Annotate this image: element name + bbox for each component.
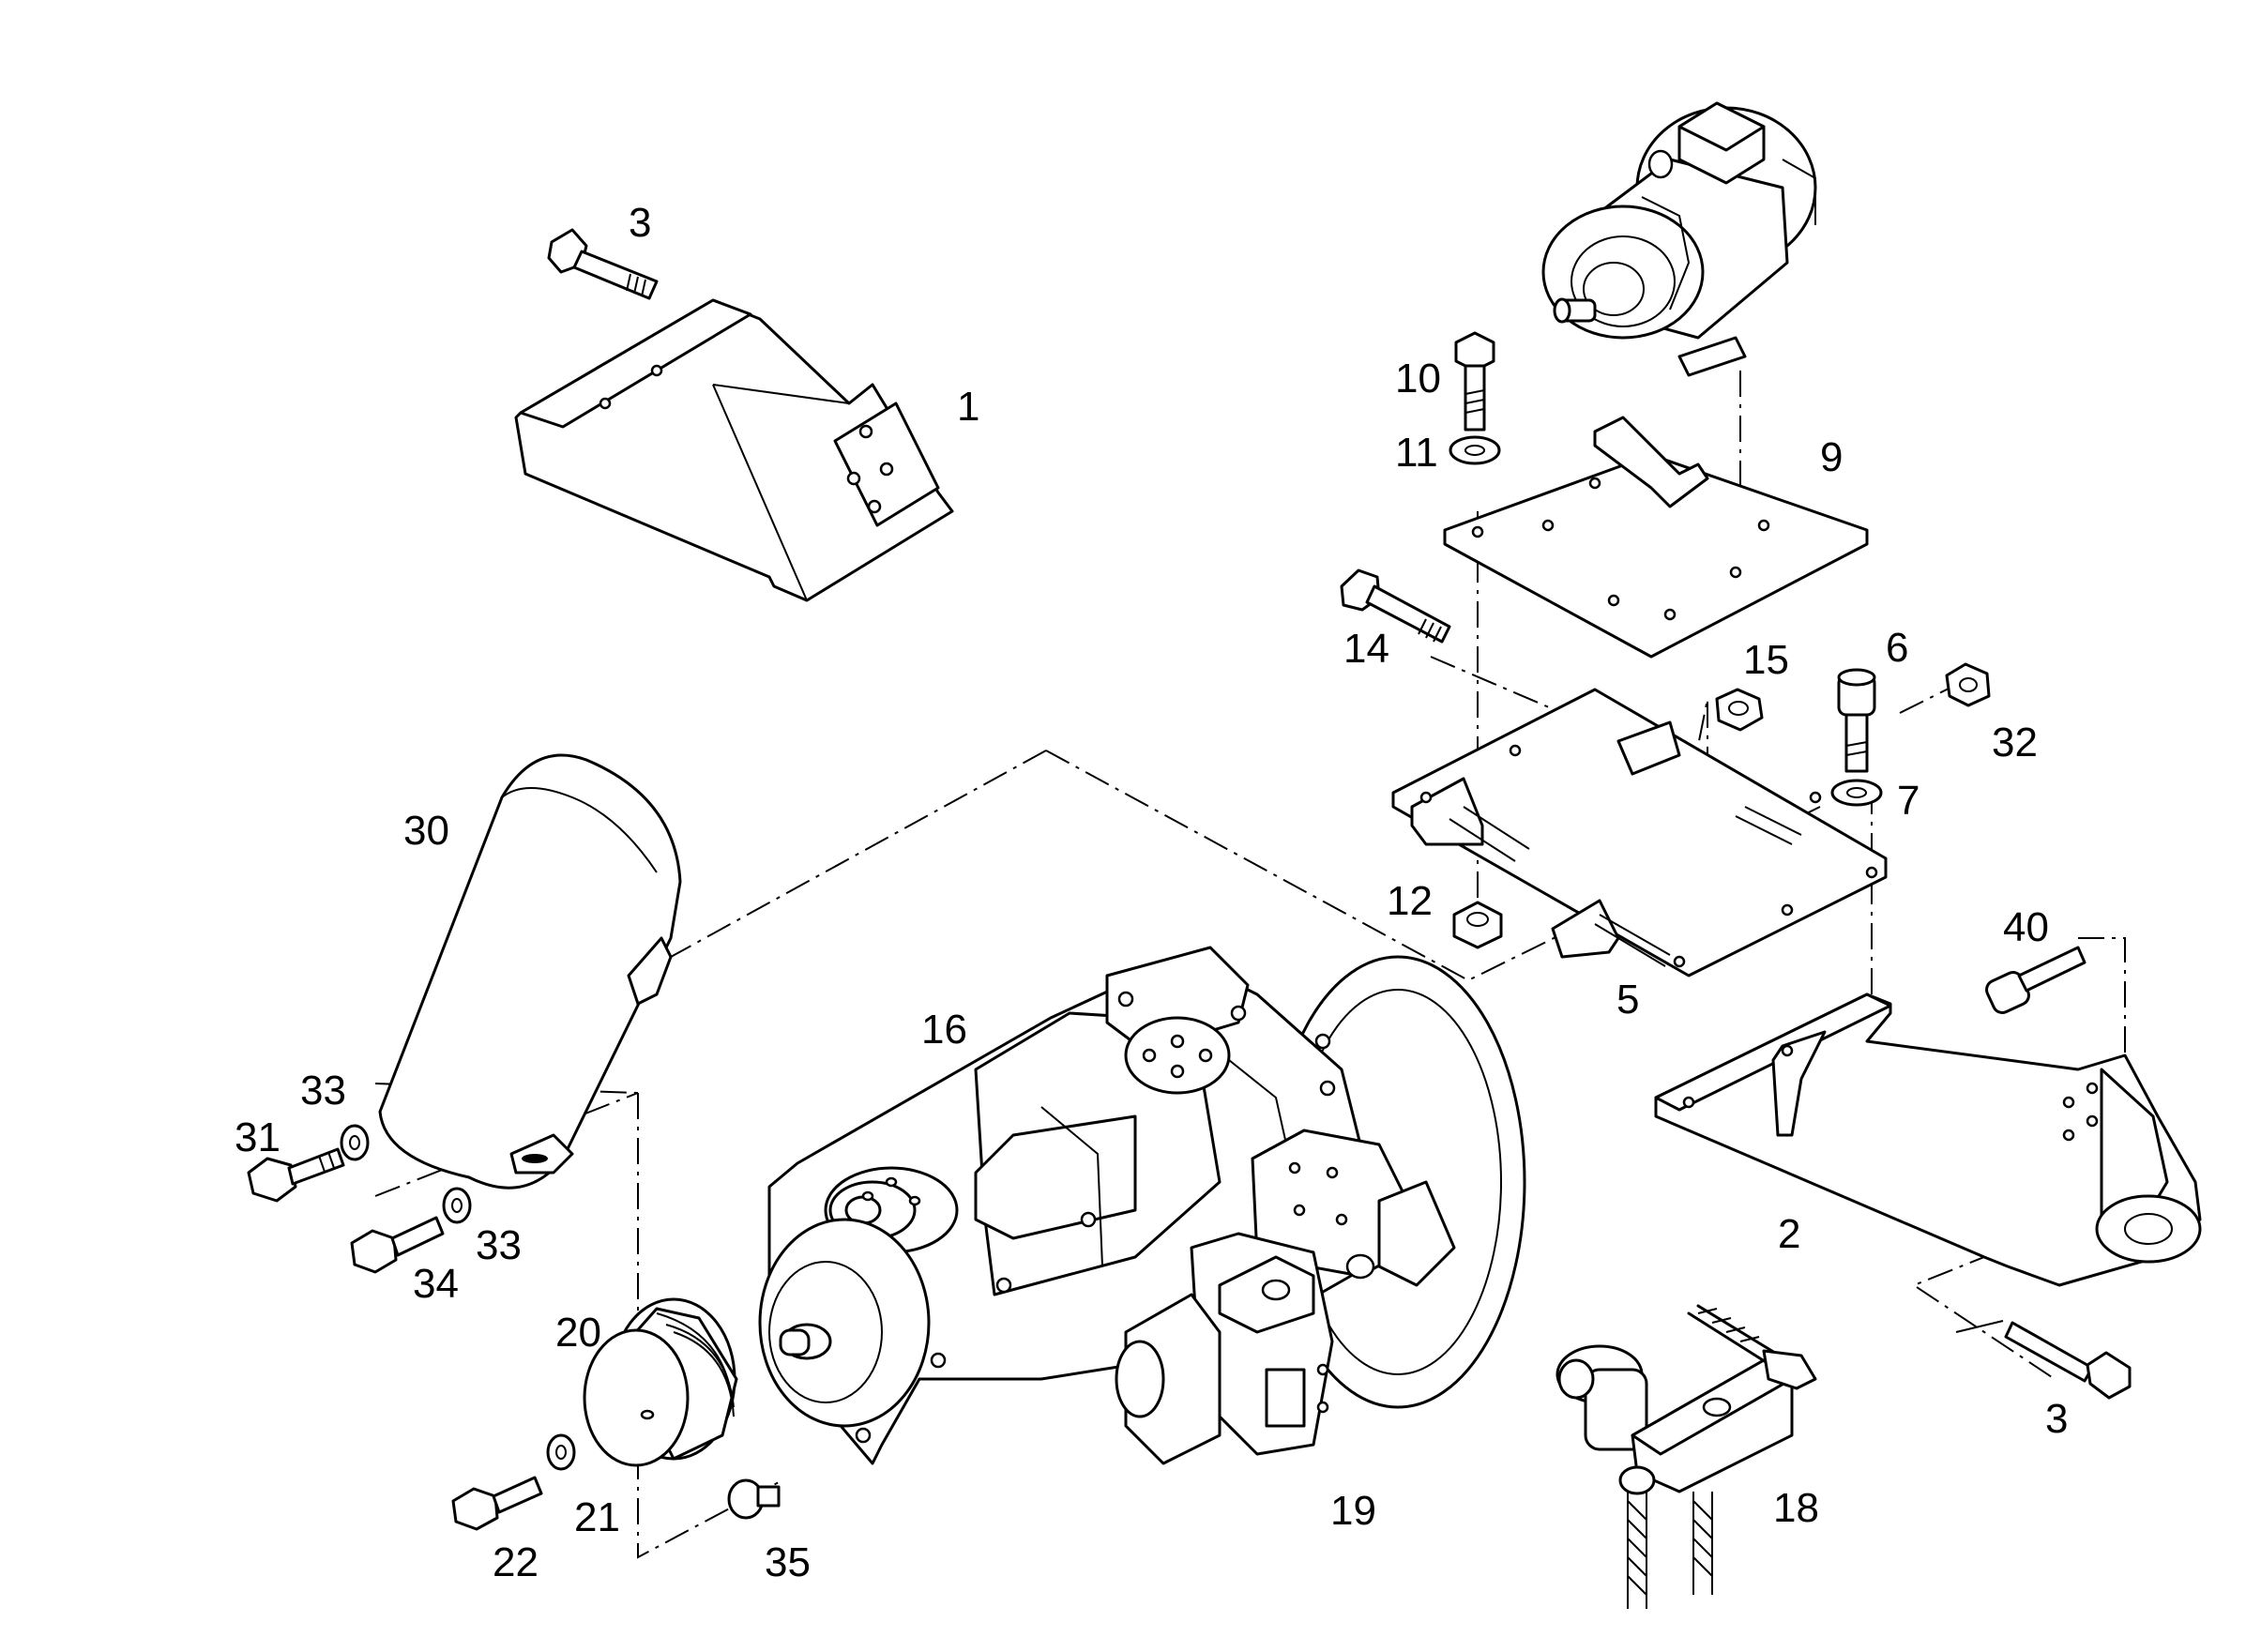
callout-6: 6	[1886, 625, 1908, 671]
callout-30: 30	[403, 808, 449, 854]
callout-14: 14	[1343, 626, 1389, 672]
callout-33-upper: 33	[300, 1068, 346, 1114]
cover-part-30	[378, 753, 682, 1190]
callout-19: 19	[1330, 1488, 1376, 1534]
washer-11	[1449, 435, 1501, 465]
electric-motor	[1541, 101, 1817, 377]
bolt-31	[247, 1147, 345, 1203]
screw-6	[1837, 668, 1876, 773]
callout-2: 2	[1778, 1211, 1800, 1257]
washer-33-upper	[340, 1124, 370, 1161]
callout-40: 40	[2003, 904, 2049, 950]
callout-35: 35	[765, 1539, 811, 1585]
nut-12	[1452, 901, 1503, 949]
callout-18: 18	[1773, 1485, 1819, 1531]
callout-22: 22	[493, 1539, 539, 1585]
callout-15: 15	[1743, 637, 1789, 683]
bracket-part-2	[1654, 993, 2202, 1287]
plate-9	[1443, 416, 1869, 659]
callout-20: 20	[555, 1310, 601, 1356]
washer-33-lower	[442, 1187, 472, 1224]
callout-16: 16	[921, 1007, 967, 1053]
plug-35	[727, 1478, 781, 1520]
callout-3-top: 3	[629, 200, 651, 246]
plate-5	[1391, 688, 1888, 978]
washer-7	[1830, 779, 1883, 807]
nut-15	[1715, 688, 1764, 732]
bolt-14	[1340, 568, 1451, 644]
filter-18	[1555, 1304, 1817, 1609]
nut-32	[1945, 662, 1991, 707]
callout-32: 32	[1992, 720, 2038, 765]
callout-7: 7	[1897, 778, 1920, 824]
bolt-22	[451, 1476, 543, 1531]
callout-12: 12	[1387, 878, 1433, 924]
control-pump-19	[1115, 1129, 1456, 1465]
washer-21	[546, 1433, 576, 1471]
bolt-34	[350, 1216, 445, 1274]
callout-3-right: 3	[2045, 1396, 2068, 1442]
callout-33-lower: 33	[476, 1222, 522, 1268]
callout-11: 11	[1395, 430, 1438, 476]
bolt-10	[1454, 331, 1495, 432]
bolt-3-right	[2004, 1321, 2132, 1400]
callout-34: 34	[413, 1261, 459, 1307]
bracket-part-1	[514, 298, 954, 602]
callout-31: 31	[235, 1114, 281, 1160]
leader-lines	[1955, 1320, 2004, 1333]
bolt-3-top	[547, 228, 659, 300]
callout-10: 10	[1395, 356, 1441, 402]
callout-9: 9	[1820, 434, 1843, 480]
screw-40	[1985, 946, 2086, 1014]
pulley-20	[583, 1297, 738, 1467]
callout-21: 21	[574, 1494, 620, 1540]
callout-labels: 1 3 10 11 9 14 15 6 32 7 12 5 40 2 3 30 …	[235, 200, 2068, 1585]
callout-1: 1	[957, 384, 979, 430]
callout-5: 5	[1616, 977, 1639, 1023]
